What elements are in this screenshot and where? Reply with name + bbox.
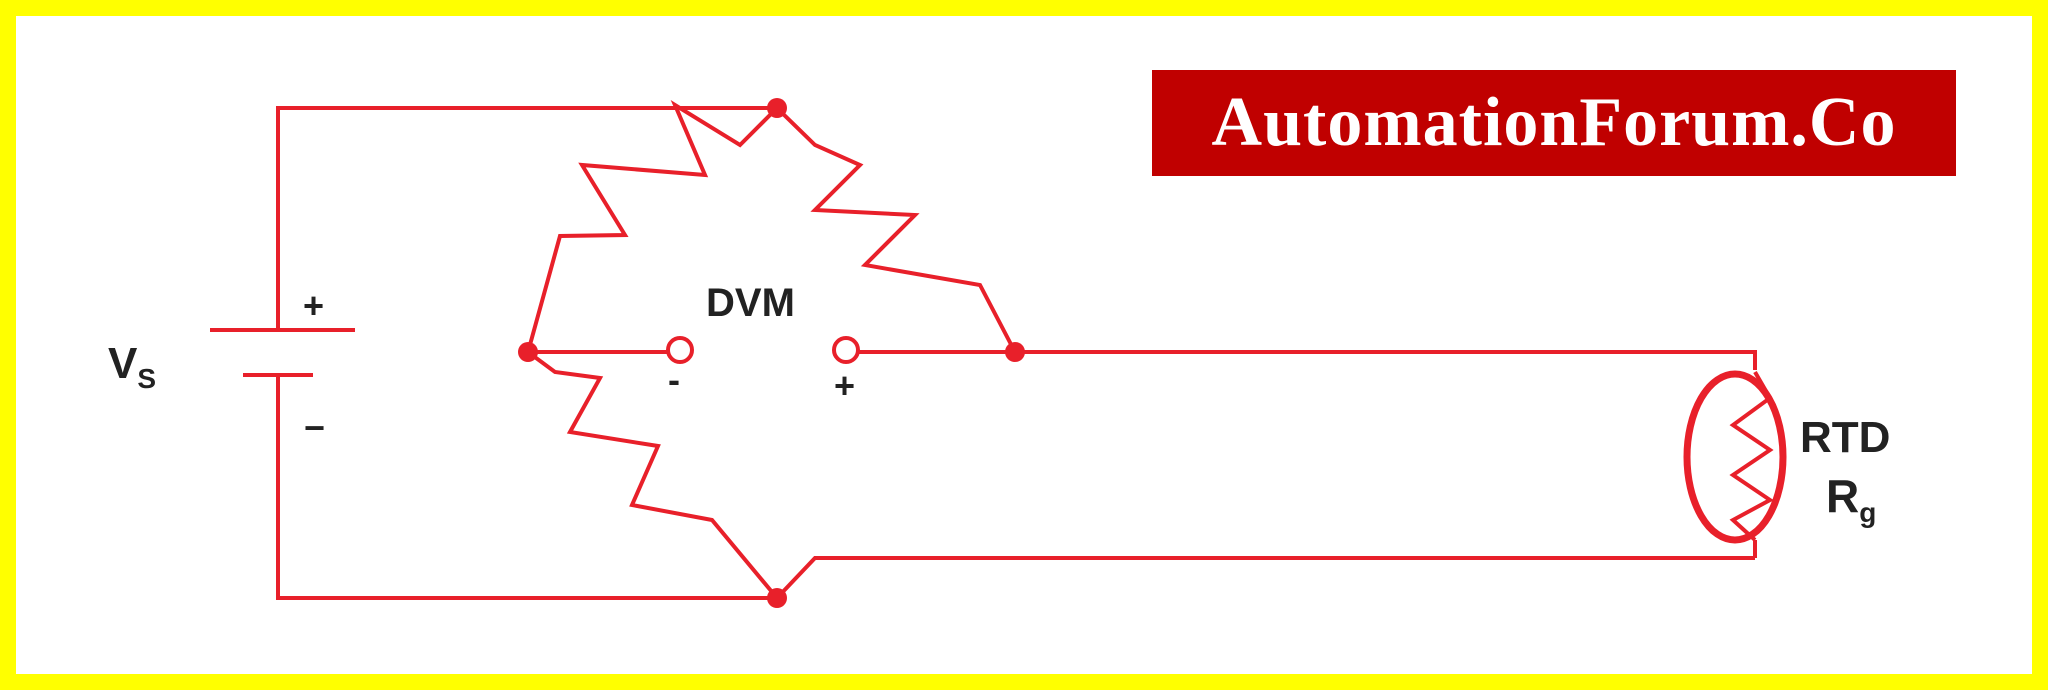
- dvm-terminal-positive: [832, 336, 860, 364]
- battery-minus-label: −: [304, 407, 325, 448]
- node-right: [1005, 342, 1025, 362]
- dvm-minus-label: -: [668, 359, 680, 400]
- wire-top: [276, 106, 777, 330]
- rtd-label: RTD: [1800, 413, 1890, 462]
- automationforum-watermark: AutomationForum.Co: [1152, 70, 1956, 176]
- dvm-plus-label: +: [834, 365, 855, 406]
- wire-to-rtd-top: [1015, 350, 1757, 370]
- rtd-ellipse: [1683, 370, 1787, 544]
- resistor-upper-left: [526, 99, 779, 353]
- node-top: [767, 98, 787, 118]
- battery-plus-label: +: [303, 285, 324, 326]
- dvm-terminal-negative: [666, 336, 694, 364]
- wire-bottom: [276, 375, 777, 600]
- dvm-label: DVM: [706, 281, 795, 325]
- vs-label: VS: [108, 339, 156, 394]
- resistor-upper-right: [775, 106, 1017, 353]
- rtd-resistor-zigzag: [1729, 371, 1774, 542]
- rg-label: Rg: [1826, 470, 1876, 528]
- wire-lower-right: [775, 556, 1755, 600]
- resistor-lower-left: [526, 350, 779, 600]
- node-bottom: [767, 588, 787, 608]
- node-left: [518, 342, 538, 362]
